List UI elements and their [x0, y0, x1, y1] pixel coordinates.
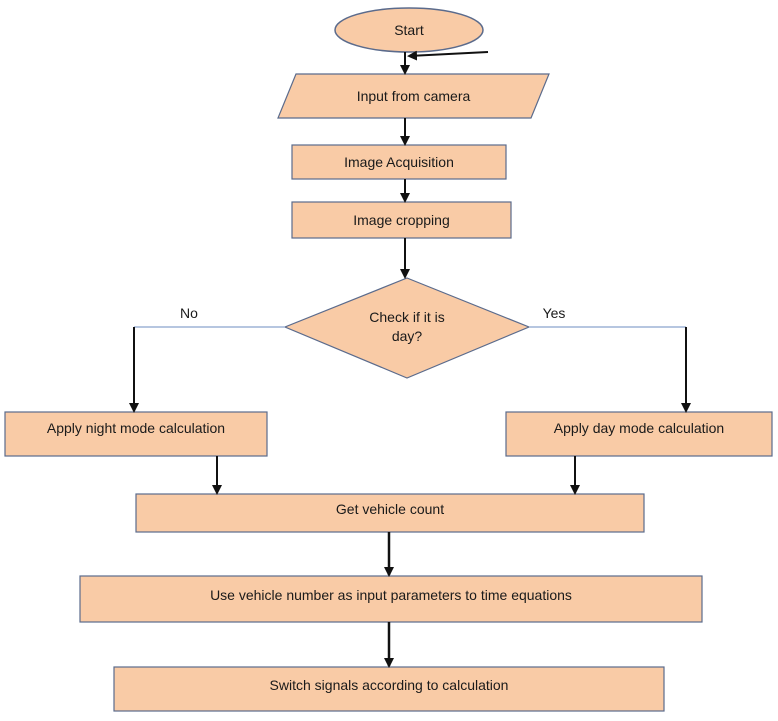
- image-acquisition-node: [291, 144, 507, 180]
- image-cropping-label: Image cropping: [353, 211, 450, 228]
- yes-edge-label: Yes: [542, 304, 566, 321]
- time-equations-label: Use vehicle number as input parameters t…: [210, 586, 572, 603]
- day-mode-label: Apply day mode calculation: [553, 419, 725, 436]
- image-acquisition-label: Image Acquisition: [344, 153, 454, 170]
- decision-node: [283, 277, 531, 379]
- input-camera-label: Input from camera: [356, 87, 471, 104]
- day-mode-node: [505, 411, 773, 457]
- no-edge-label: No: [180, 304, 198, 321]
- decision-label: Check if it is day?: [369, 309, 445, 344]
- switch-signals-node: [113, 666, 665, 712]
- vehicle-count-node: [135, 493, 645, 533]
- vehicle-count-label: Get vehicle count: [335, 500, 445, 517]
- time-equations-node: [79, 575, 703, 623]
- side-input-arrow: [407, 50, 489, 61]
- night-mode-label: Apply night mode calculation: [46, 419, 226, 436]
- start-label: Start: [394, 21, 424, 38]
- input-camera-node: [277, 73, 550, 119]
- switch-signals-label: Switch signals according to calculation: [269, 676, 509, 693]
